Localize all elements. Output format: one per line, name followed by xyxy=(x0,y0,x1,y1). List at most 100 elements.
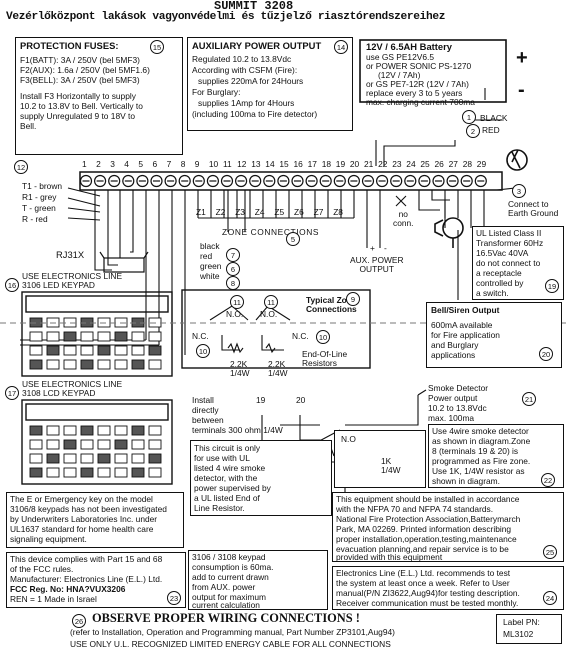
transformer-line: a switch. xyxy=(476,288,509,298)
no-connection-label: no conn. xyxy=(393,209,414,228)
no-badge-right: 11 xyxy=(264,295,278,309)
keypad-key xyxy=(114,425,128,436)
transformer-line: controlled by xyxy=(476,278,524,288)
terminal-screw xyxy=(432,174,445,188)
smoke-power-line: Smoke Detector xyxy=(428,383,489,393)
bell-line: applications xyxy=(431,350,476,360)
rj31x-wire: T1 - brown xyxy=(22,181,63,191)
keypad-key xyxy=(46,439,60,450)
keypad-key xyxy=(46,425,60,436)
keypad-key xyxy=(148,359,162,370)
aux-power-line: According with CSFM (Fire): xyxy=(192,65,298,75)
terminal-number: 12 xyxy=(237,159,247,169)
smoke-power-line: Power output xyxy=(428,393,478,403)
keypad-key xyxy=(46,359,60,370)
fuse-note: supply Unregulated 9 to 18V to xyxy=(20,111,136,121)
terminal-number: 5 xyxy=(138,159,144,169)
keypad-wire-badge: 7 xyxy=(226,248,240,262)
terminal-number: 20 xyxy=(349,159,360,169)
keypad-key xyxy=(114,359,128,370)
battery-line: replace every 3 to 5 years xyxy=(366,88,463,98)
terminal-screw xyxy=(192,174,205,188)
zone-label: Z6 xyxy=(294,207,304,217)
nfpa-line: proper installation,operation,testing,ma… xyxy=(336,534,517,544)
aux-output-label: AUX. POWER OUTPUT xyxy=(350,255,404,274)
no-badge-left: 11 xyxy=(230,295,244,309)
keypad-key xyxy=(97,359,111,370)
aux-power-line: (including 100ma to Fire detector) xyxy=(192,109,318,119)
install-line: between xyxy=(192,415,224,425)
zone-label: Z8 xyxy=(333,207,343,217)
bell-title: Bell/Siren Output xyxy=(431,305,500,315)
terminal-screw xyxy=(122,174,135,188)
terminal-number: 4 xyxy=(124,159,129,169)
transformer-line: 16.5Vac 40VA xyxy=(476,248,529,258)
fcc-box: This device complies with Part 15 and 68… xyxy=(6,552,186,608)
emergency-line: by Underwriters Laboratories Inc. under xyxy=(10,514,158,524)
nfpa-line: National Fire Protection Association,Bat… xyxy=(336,514,521,524)
zone-badge: 5 xyxy=(286,232,300,246)
terminal-number: 19 xyxy=(335,159,346,169)
install-line: directly xyxy=(192,405,219,415)
keypad-key xyxy=(29,345,43,356)
terminal-20: 20 xyxy=(296,395,306,405)
aux-power-box: AUXILIARY POWER OUTPUT 14 Regulated 10.2… xyxy=(187,37,353,131)
transformer-line: Transformer 60Hz xyxy=(476,238,544,248)
keypad-key xyxy=(29,425,43,436)
keypad-key xyxy=(148,331,162,342)
emergency-line: UL1637 standard for home health care xyxy=(10,524,154,534)
smoke-ul-box: This circuit is only for use with UL lis… xyxy=(190,440,332,516)
four-wire-badge: 22 xyxy=(541,473,555,487)
nc-label-right: N.C. xyxy=(292,331,309,341)
smoke-ul-line: Line Resistor. xyxy=(194,503,245,513)
rj31x-wire: R - red xyxy=(22,214,48,224)
black-badge: 1 xyxy=(462,110,476,124)
terminal-screw xyxy=(79,174,93,188)
keypad-key xyxy=(97,345,111,356)
lcd-keypad-badge: 17 xyxy=(5,386,19,400)
keypad-key xyxy=(29,439,43,450)
nfpa-line: evacuation planning,and repair service i… xyxy=(336,544,509,554)
terminal-number: 16 xyxy=(293,159,303,169)
keypad-key xyxy=(131,467,145,478)
terminal-screw xyxy=(319,174,332,188)
consumption-line: from AUX. power xyxy=(192,582,256,592)
terminal-screw xyxy=(376,174,389,188)
fcc-line: FCC Reg. No: HNA?VUX3206 xyxy=(10,584,126,594)
zone-label: Z5 xyxy=(274,207,285,217)
resistor-1-label: 2.2K 1/4W xyxy=(230,359,250,378)
diagram-subtitle: Vezérlőközpont lakások vagyonvédelmi és … xyxy=(6,11,446,23)
keypad-wire-badge: 6 xyxy=(226,262,240,276)
terminal-number: 23 xyxy=(392,159,402,169)
led-keypad-badge: 16 xyxy=(5,278,19,292)
keypad-key xyxy=(131,359,145,370)
keypad-key xyxy=(63,425,77,436)
consumption-line: 3106 / 3108 keypad xyxy=(192,552,266,562)
terminal-number: 26 xyxy=(434,159,444,169)
keypad-wire-badge: 8 xyxy=(226,276,240,290)
terminal-number: 6 xyxy=(152,159,158,169)
terminal-screw xyxy=(164,174,177,188)
keypad-key xyxy=(80,359,94,370)
keypad-key xyxy=(97,439,111,450)
terminal-number: 15 xyxy=(279,159,289,169)
battery-line: use GS PE12V6.5 xyxy=(366,52,434,62)
keypad-wire-red: red xyxy=(200,251,213,261)
terminal-screw xyxy=(108,174,121,188)
consumption-line: add to current drawn xyxy=(192,572,269,582)
keypad-key xyxy=(114,345,128,356)
smoke-ul-line: listed 4 wire smoke xyxy=(194,463,266,473)
battery-line: (12V / 7Ah) xyxy=(378,70,421,80)
keypad-wire-white: white xyxy=(200,271,220,281)
bell-line: for Fire application xyxy=(431,330,500,340)
emergency-line: signaling equipment. xyxy=(10,534,87,544)
terminal-number: 18 xyxy=(321,159,332,169)
keypad-key xyxy=(148,439,162,450)
terminal-number: 24 xyxy=(406,159,416,169)
terminal-badge: 12 xyxy=(14,160,28,174)
terminal-number: 25 xyxy=(420,159,430,169)
fuse-f2: F2(AUX): 1.6a / 250V (bel 5MF1.6) xyxy=(20,65,150,75)
zone-connections-label: ZONE CONNECTIONS xyxy=(222,227,320,237)
terminal-screw xyxy=(474,174,487,188)
transformer-badge: 19 xyxy=(545,279,559,293)
